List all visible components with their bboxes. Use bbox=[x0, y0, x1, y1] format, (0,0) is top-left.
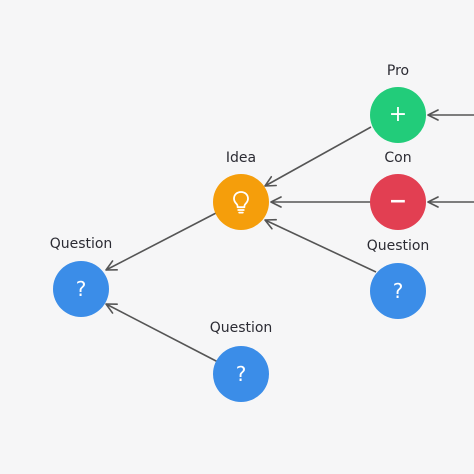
question-mark-icon: ? bbox=[392, 279, 404, 303]
question-bottom-node-label: Question bbox=[209, 320, 273, 336]
plus-icon: + bbox=[388, 102, 408, 127]
question-left-node[interactable]: ? bbox=[53, 261, 109, 317]
edge-bottom-question-to-question bbox=[105, 303, 219, 363]
edge-question-to-idea bbox=[264, 218, 377, 273]
question-mark-icon: ? bbox=[75, 277, 87, 301]
con-node-label: Con bbox=[384, 150, 412, 166]
lightbulb-icon bbox=[233, 191, 249, 214]
question-right-node-label: Question bbox=[366, 238, 430, 254]
question-bottom-node[interactable]: ? bbox=[213, 346, 269, 402]
question-left-node-label: Question bbox=[49, 236, 113, 252]
idea-node-label: Idea bbox=[225, 150, 257, 166]
idea-node[interactable] bbox=[213, 174, 269, 230]
question-mark-icon: ? bbox=[235, 362, 247, 386]
con-node[interactable]: − bbox=[370, 174, 426, 230]
edge-pro-to-idea bbox=[264, 126, 372, 187]
question-right-node[interactable]: ? bbox=[370, 263, 426, 319]
pro-node-label: Pro bbox=[386, 63, 410, 79]
minus-icon: − bbox=[388, 189, 408, 214]
edge-idea-to-question bbox=[105, 211, 219, 271]
pro-node[interactable]: + bbox=[370, 87, 426, 143]
